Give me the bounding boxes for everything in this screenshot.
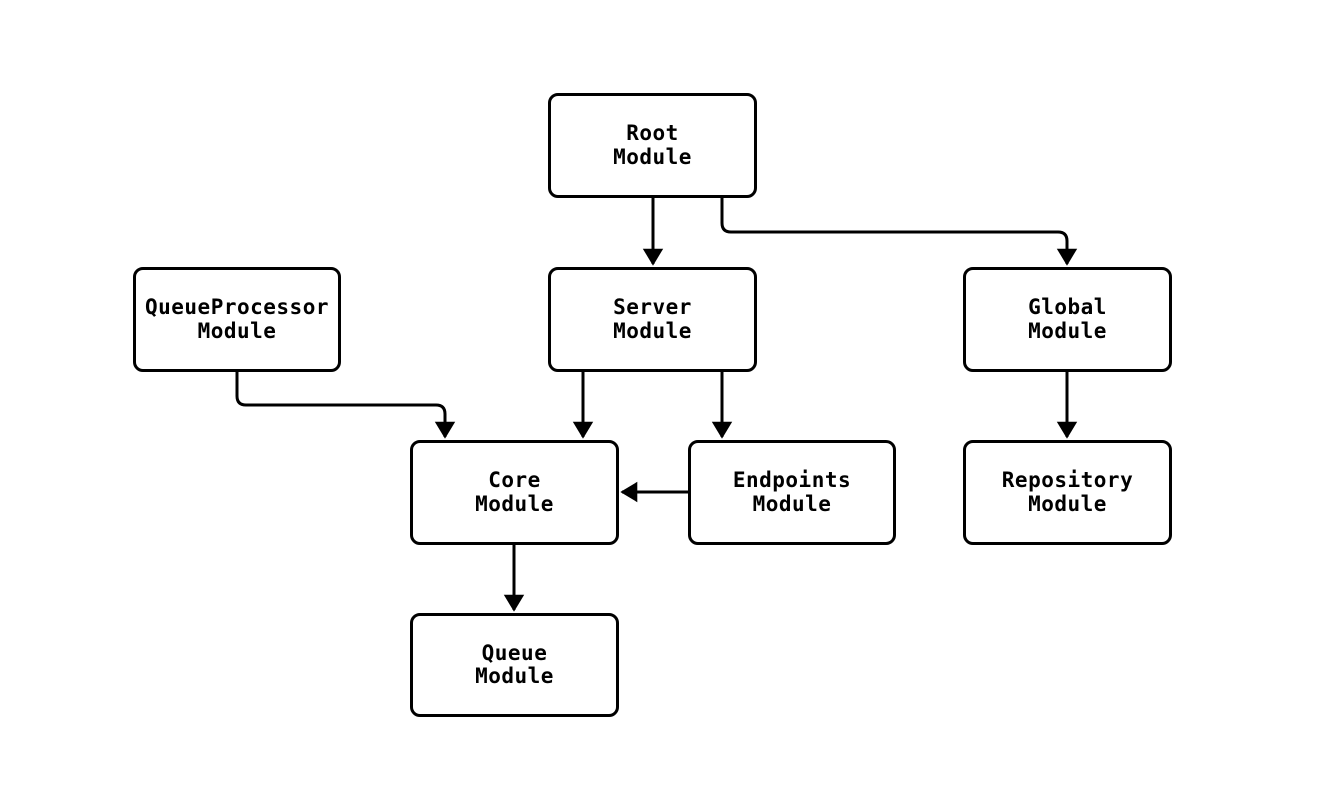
node-global-module: Global Module [963, 267, 1172, 372]
node-repository-module-label: Repository Module [1001, 468, 1134, 516]
node-server-module-label: Server Module [613, 295, 692, 343]
node-queueprocessor-module-label: QueueProcessor Module [144, 295, 329, 343]
edge-root-global [720, 198, 1078, 266]
node-endpoints-module-label: Endpoints Module [732, 468, 852, 516]
node-core-module: Core Module [410, 440, 619, 545]
edge-queueprocessor-core [235, 372, 456, 439]
node-server-module: Server Module [548, 267, 757, 372]
node-queue-module-label: Queue Module [475, 640, 554, 688]
node-queue-module: Queue Module [410, 613, 619, 717]
node-endpoints-module: Endpoints Module [688, 440, 896, 545]
node-core-module-label: Core Module [475, 468, 554, 516]
node-root-module-label: Root Module [613, 121, 692, 169]
node-queueprocessor-module: QueueProcessor Module [133, 267, 341, 372]
node-repository-module: Repository Module [963, 440, 1172, 545]
node-root-module: Root Module [548, 93, 757, 198]
node-global-module-label: Global Module [1028, 295, 1107, 343]
